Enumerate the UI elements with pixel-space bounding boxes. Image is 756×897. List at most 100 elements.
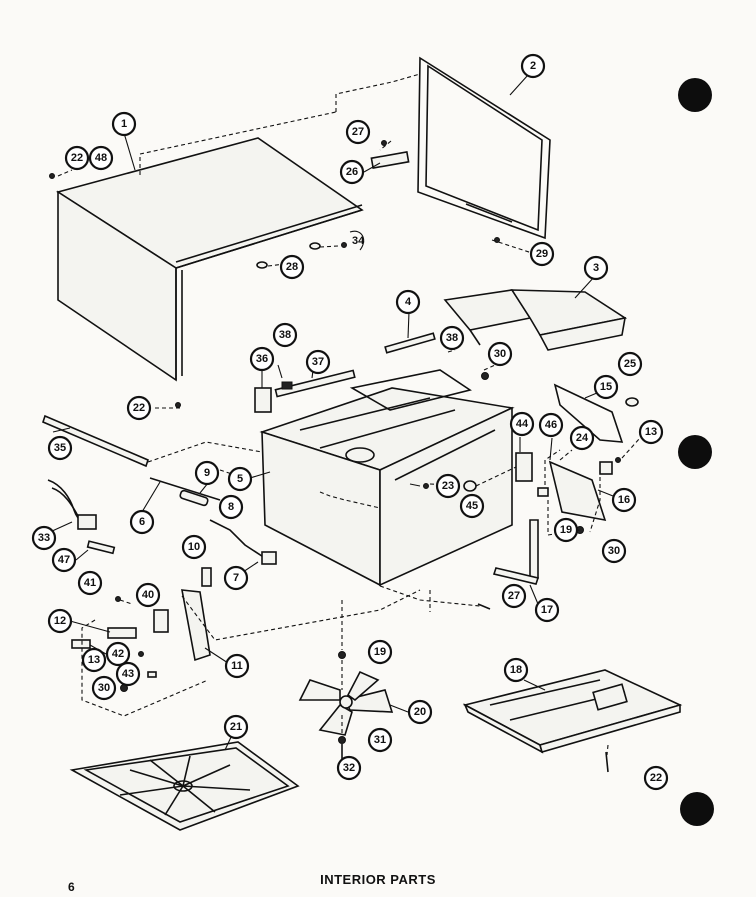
callout-7: 7: [223, 565, 249, 591]
callout-leaders: [49, 74, 614, 751]
callout-22b: 22: [126, 395, 152, 421]
wire-harness: [47, 479, 97, 530]
svg-text:1: 1: [121, 118, 127, 130]
air-guide-duct: [443, 289, 628, 351]
hinge-plate: [548, 460, 607, 522]
svg-text:43: 43: [122, 668, 134, 680]
svg-text:33: 33: [38, 532, 50, 544]
interlock-bracket: [181, 589, 211, 662]
callout-38a: 38: [272, 322, 298, 348]
mount-plate: [254, 387, 272, 413]
svg-text:22: 22: [71, 152, 83, 164]
callout-30b: 30: [601, 538, 627, 564]
callout-42: 42: [105, 641, 131, 667]
svg-text:27: 27: [508, 590, 520, 602]
vertical-strip: [529, 519, 539, 579]
callout-22c: 22: [643, 765, 669, 791]
callout-30a: 30: [487, 341, 513, 367]
svg-text:46: 46: [545, 419, 557, 431]
oven-cavity: [259, 369, 515, 587]
cam-switch: [599, 461, 613, 475]
svg-text:22: 22: [650, 772, 662, 784]
callout-38b: 38: [439, 325, 465, 351]
svg-text:22: 22: [133, 402, 145, 414]
callout-29: 29: [529, 241, 555, 267]
callout-43: 43: [115, 661, 141, 687]
binder-hole-bottom: [680, 792, 714, 826]
callout-13a: 13: [81, 647, 107, 673]
callout-34: 34: [349, 230, 365, 251]
callout-32: 32: [336, 755, 362, 781]
switch-block: [261, 551, 277, 565]
svg-text:5: 5: [237, 473, 243, 485]
callout-21: 21: [223, 714, 249, 740]
svg-text:30: 30: [608, 545, 620, 557]
latch-switch: [107, 627, 137, 639]
outer-cabinet: [56, 137, 364, 382]
svg-text:12: 12: [54, 615, 66, 627]
small-plate: [201, 567, 212, 587]
svg-text:28: 28: [286, 261, 298, 273]
callout-40: 40: [135, 582, 161, 608]
svg-text:19: 19: [374, 646, 386, 658]
callout-24: 24: [569, 425, 595, 451]
callout-30c: 30: [91, 675, 117, 701]
lamp-socket: [179, 489, 209, 507]
side-bracket: [274, 369, 356, 398]
callout-10: 10: [181, 534, 207, 560]
callout-12: 12: [47, 608, 73, 634]
small-switch: [537, 487, 549, 497]
svg-text:36: 36: [256, 353, 268, 365]
svg-text:32: 32: [343, 762, 355, 774]
callout-41: 41: [77, 570, 103, 596]
svg-text:30: 30: [98, 682, 110, 694]
svg-text:18: 18: [510, 664, 522, 676]
callout-2: 2: [520, 53, 546, 79]
svg-text:17: 17: [541, 604, 553, 616]
top-bracket: [384, 332, 436, 354]
callout-19a: 19: [553, 517, 579, 543]
small-rod: [86, 540, 116, 555]
svg-text:37: 37: [312, 356, 324, 368]
callout-26: 26: [339, 159, 365, 185]
svg-text:19: 19: [560, 524, 572, 536]
callout-19b: 19: [367, 639, 393, 665]
svg-text:35: 35: [54, 442, 66, 454]
svg-text:11: 11: [231, 660, 243, 672]
svg-text:9: 9: [204, 467, 210, 479]
callout-17: 17: [534, 597, 560, 623]
svg-text:48: 48: [95, 152, 107, 164]
callout-28: 28: [279, 254, 305, 280]
svg-text:24: 24: [576, 432, 589, 444]
callout-1: 1: [111, 111, 137, 137]
small-clip: [281, 381, 293, 390]
svg-text:38: 38: [279, 329, 291, 341]
door-tab-bracket: [370, 151, 410, 169]
svg-text:44: 44: [516, 418, 529, 430]
svg-text:42: 42: [112, 648, 124, 660]
callout-47: 47: [51, 547, 77, 573]
svg-text:31: 31: [374, 734, 386, 746]
callout-20: 20: [407, 699, 433, 725]
callout-5: 5: [227, 466, 253, 492]
callout-27a: 27: [345, 119, 371, 145]
callout-27b: 27: [501, 583, 527, 609]
svg-text:25: 25: [624, 358, 636, 370]
callout-33: 33: [31, 525, 57, 551]
svg-text:34: 34: [352, 235, 365, 247]
stirrer-fan: [298, 670, 394, 736]
svg-text:23: 23: [442, 480, 454, 492]
callout-46: 46: [538, 412, 564, 438]
side-lever: [553, 383, 624, 443]
page-title: INTERIOR PARTS: [320, 872, 436, 887]
outer-door-frame: [417, 56, 551, 240]
callout-9: 9: [194, 460, 220, 486]
svg-text:21: 21: [230, 721, 242, 733]
svg-text:16: 16: [618, 494, 630, 506]
callout-31: 31: [367, 727, 393, 753]
callout-6: 6: [129, 509, 155, 535]
svg-text:3: 3: [593, 262, 599, 274]
base-tray: [462, 669, 683, 754]
svg-text:45: 45: [466, 500, 478, 512]
svg-text:40: 40: [142, 589, 154, 601]
